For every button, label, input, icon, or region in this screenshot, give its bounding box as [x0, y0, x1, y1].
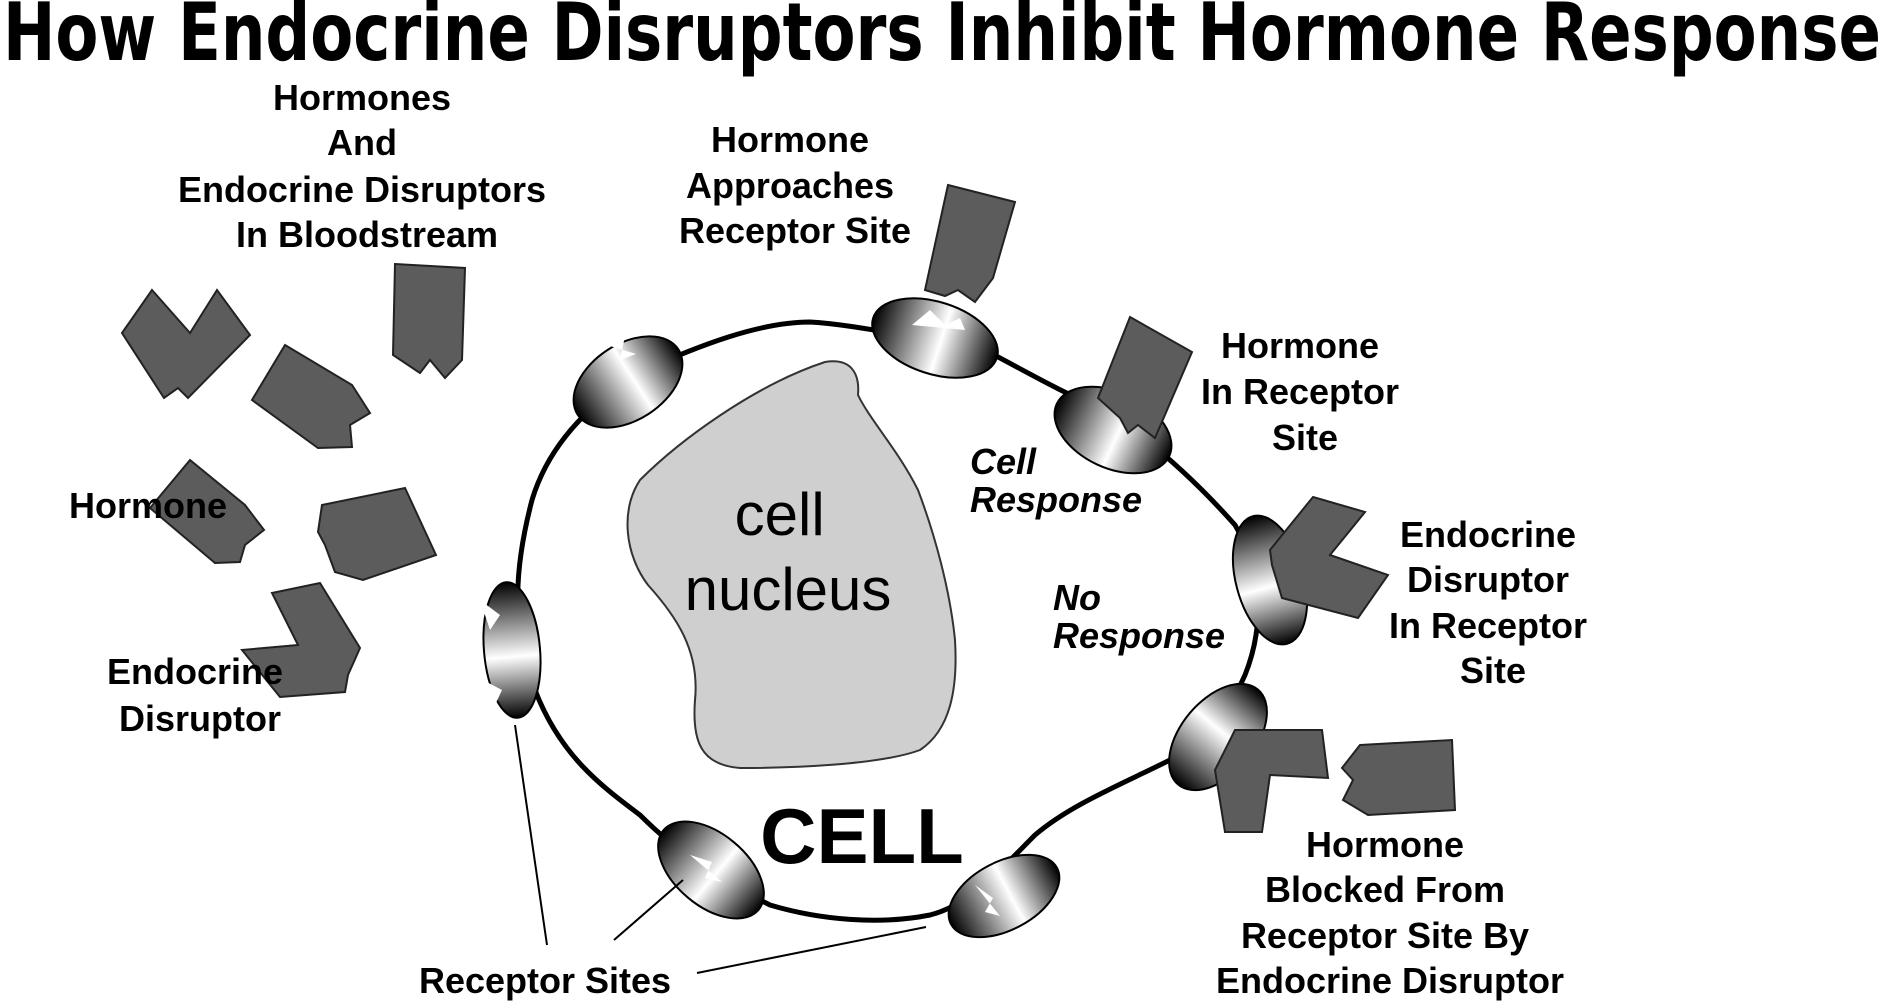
cell-label: CELL [760, 792, 964, 880]
blocked-label: Hormone Blocked From Receptor Site By En… [1216, 824, 1564, 1001]
receptor-site [947, 853, 1061, 939]
disruptor-label: Endocrine Disruptor [107, 651, 293, 739]
in-receptor-label: Hormone In Receptor Site [1201, 325, 1409, 458]
hormone-label: Hormone [69, 485, 227, 526]
nucleus-label: cell nucleus [685, 481, 892, 623]
endocrine-disruptor-shape [120, 288, 252, 400]
hormone-shape [148, 458, 266, 565]
receptor-site [657, 820, 765, 920]
disruptor-blocking-shape [1213, 729, 1330, 833]
receptor-site [480, 581, 542, 719]
hormone-blocked-shape [1340, 738, 1457, 817]
diagram-title: How Endocrine Disruptors Inhibit Hormone… [3, 0, 1881, 79]
receptor-site [871, 297, 999, 379]
endocrine-disruptor-shape [240, 581, 362, 699]
hormone-in-receptor-shape [1096, 315, 1194, 440]
no-response-label: No Response [1053, 577, 1225, 656]
disruptor-in-receptor-label: Endocrine Disruptor In Receptor Site [1389, 514, 1597, 691]
hormone-shape [250, 343, 372, 450]
receptor-sites-pointer [514, 724, 927, 974]
disruptor-in-receptor-shape [1268, 495, 1390, 620]
bloodstream-label: Hormones And Endocrine Disruptors In Blo… [178, 77, 556, 255]
hormone-shape [391, 262, 467, 380]
approaches-label: Hormone Approaches Receptor Site [679, 119, 911, 251]
hormone-shape [316, 486, 438, 582]
receptor-sites-label: Receptor Sites [419, 960, 671, 1001]
cell-response-label: Cell Response [970, 441, 1142, 520]
hormone-approaching-shape [923, 183, 1017, 304]
receptor-site [572, 335, 684, 429]
cell-nucleus [626, 360, 957, 770]
